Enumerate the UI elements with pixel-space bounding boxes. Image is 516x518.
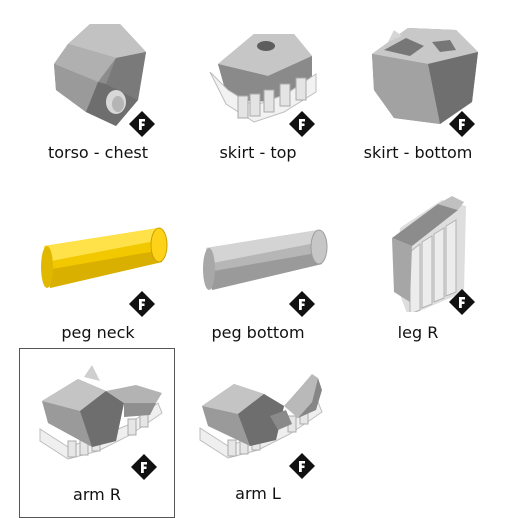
leg-r-thumbnail xyxy=(348,192,488,312)
part-tile-leg-r[interactable]: leg R xyxy=(340,186,496,356)
part-label: peg neck xyxy=(61,323,135,342)
app-badge-icon xyxy=(448,288,476,316)
part-tile-torso-chest[interactable]: torso - chest xyxy=(20,6,176,176)
part-tile-skirt-bottom[interactable]: skirt - bottom xyxy=(340,6,496,176)
skirt-bottom-thumbnail xyxy=(348,12,488,132)
arm-l-thumbnail xyxy=(188,354,328,474)
app-badge-icon xyxy=(448,110,476,138)
app-badge-icon xyxy=(288,452,316,480)
part-label: peg bottom xyxy=(211,323,305,342)
part-tile-peg-bottom[interactable]: peg bottom xyxy=(180,186,336,356)
app-badge-icon xyxy=(128,290,156,318)
part-tile-arm-r[interactable]: arm R xyxy=(19,348,175,518)
part-tile-arm-l[interactable]: arm L xyxy=(180,348,336,518)
part-label: arm R xyxy=(73,485,121,504)
app-badge-icon xyxy=(128,110,156,138)
torso-chest-thumbnail xyxy=(28,12,168,132)
part-label: torso - chest xyxy=(47,143,149,162)
app-badge-icon xyxy=(288,110,316,138)
peg-neck-thumbnail xyxy=(28,192,168,312)
app-badge-icon xyxy=(130,453,158,481)
arm-r-thumbnail xyxy=(28,355,168,475)
app-badge-icon xyxy=(288,290,316,318)
part-label: skirt - top xyxy=(219,143,297,162)
part-label: skirt - bottom xyxy=(363,143,473,162)
part-label: leg R xyxy=(397,323,439,342)
part-tile-peg-neck[interactable]: peg neck xyxy=(20,186,176,356)
skirt-top-thumbnail xyxy=(188,12,328,132)
part-label: arm L xyxy=(235,484,281,503)
peg-bottom-thumbnail xyxy=(188,192,328,312)
part-tile-skirt-top[interactable]: skirt - top xyxy=(180,6,336,176)
